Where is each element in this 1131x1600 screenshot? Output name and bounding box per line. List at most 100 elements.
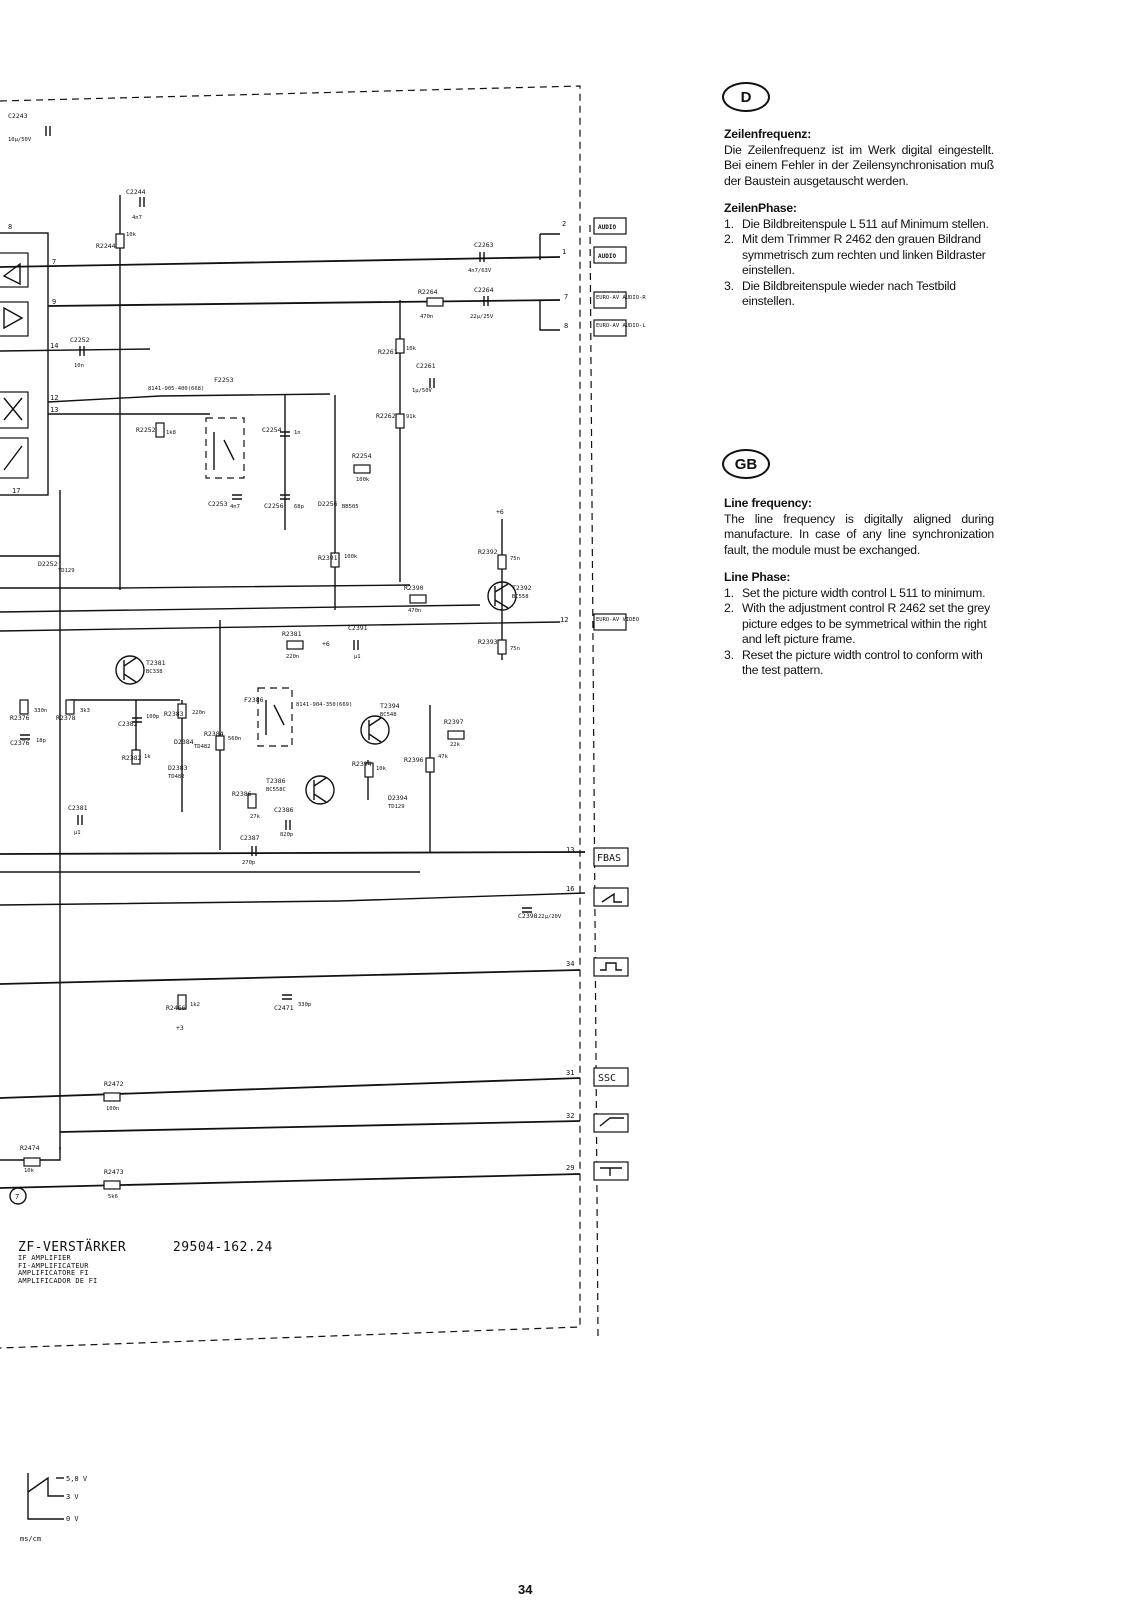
svg-text:R2381: R2381	[282, 630, 302, 638]
svg-text:1n: 1n	[294, 430, 301, 436]
schematic-subtitle: AMPLIFICADOR DE FI	[18, 1276, 98, 1285]
svg-text:C2391: C2391	[348, 624, 368, 632]
svg-text:R2384: R2384	[204, 730, 224, 738]
svg-text:10µ/50V: 10µ/50V	[8, 137, 32, 143]
svg-text:T2386: T2386	[266, 777, 286, 785]
schematic-title: ZF-VERSTÄRKER	[18, 1240, 127, 1255]
section-title: Zeilenfrequenz:	[724, 127, 812, 141]
svg-text:C2382: C2382	[118, 720, 138, 728]
svg-text:100n: 100n	[106, 1106, 119, 1112]
schematic-subtitle: AMPLIFICATORE FI	[18, 1269, 89, 1277]
connector-divider	[589, 224, 599, 1337]
svg-text:13: 13	[50, 406, 58, 414]
connector-euro-av-audio-l[interactable]: EURO-AV AUDIO-L 8	[564, 319, 646, 337]
svg-text:34: 34	[566, 960, 574, 968]
svg-text:R2244: R2244	[96, 242, 116, 250]
timebase-label: ms/cm	[20, 1535, 41, 1543]
german-text: Zeilenfrequenz: Die Zeilenfrequenz ist i…	[724, 127, 994, 310]
connector-label: AUDIO	[598, 253, 616, 260]
svg-text:22k: 22k	[450, 742, 461, 748]
connector-euro-av-audio-r[interactable]: EURO-AV AUDIO-R 7	[564, 291, 646, 309]
svg-text:32: 32	[566, 1112, 574, 1120]
svg-text:T2394: T2394	[380, 702, 400, 710]
list-item: 2.Mit dem Trimmer R 2462 den grauen Bild…	[724, 232, 986, 277]
svg-text:C2263: C2263	[474, 241, 494, 249]
list-item: 2.With the adjustment control R 2462 set…	[724, 601, 991, 646]
svg-text:BC558: BC558	[512, 594, 529, 600]
svg-text:D2383: D2383	[168, 764, 188, 772]
svg-text:820p: 820p	[280, 832, 293, 838]
svg-text:4n7: 4n7	[132, 215, 142, 221]
svg-text:16: 16	[566, 885, 574, 893]
svg-text:R2383: R2383	[164, 710, 184, 718]
list-item: 3.Reset the picture width control to con…	[724, 647, 983, 678]
svg-text:T2381: T2381	[146, 659, 166, 667]
list-item: 1.Die Bildbreitenspule L 511 auf Minimum…	[724, 216, 989, 231]
svg-text:C2264: C2264	[474, 286, 494, 294]
connector-signal-32[interactable]: 32	[566, 1112, 629, 1133]
schematic-subtitle: IF AMPLIFIER	[18, 1254, 71, 1262]
svg-text:4n7/63V: 4n7/63V	[468, 268, 492, 274]
svg-text:1k8: 1k8	[166, 430, 176, 436]
svg-text:220n: 220n	[286, 654, 299, 660]
svg-text:R2252: R2252	[136, 426, 156, 434]
svg-text:100k: 100k	[344, 554, 358, 560]
connector-euro-av-video[interactable]: EURO-AV VIDEO 12	[560, 613, 639, 631]
svg-text:270p: 270p	[242, 860, 255, 866]
supply-label: +6	[496, 508, 504, 516]
ic-ramp	[0, 437, 29, 479]
connector-audio-2[interactable]: AUDIO 2	[562, 217, 627, 235]
svg-text:R2264: R2264	[418, 288, 438, 296]
transistor-t2394	[360, 715, 390, 745]
filter-f2386	[257, 687, 293, 747]
svg-text:17: 17	[12, 487, 20, 495]
svg-text:T2392: T2392	[512, 584, 532, 592]
section-title: ZeilenPhase:	[724, 201, 797, 215]
svg-text:1k: 1k	[144, 754, 151, 760]
schematic-title-block: ZF-VERSTÄRKER 29504-162.24 IF AMPLIFIER …	[18, 1240, 273, 1285]
svg-text:D2256: D2256	[318, 500, 338, 508]
instruction-list: 1.Set the picture width control L 511 to…	[724, 586, 994, 679]
svg-text:8141-904-350(669): 8141-904-350(669)	[296, 702, 352, 708]
connector-ssc[interactable]: SSC 31	[566, 1067, 629, 1087]
svg-text:100k: 100k	[356, 477, 370, 483]
svg-text:R2394: R2394	[352, 760, 372, 768]
transistor-t2386	[305, 775, 335, 805]
svg-text:R2472: R2472	[104, 1080, 124, 1088]
svg-text:8141-905-400(668): 8141-905-400(668)	[148, 386, 204, 392]
connector-signal-29[interactable]: 29	[566, 1161, 629, 1181]
connector-audio-1[interactable]: AUDIO 1	[562, 246, 627, 264]
svg-text:BC548: BC548	[380, 712, 397, 718]
svg-text:47k: 47k	[438, 754, 449, 760]
svg-text:68p: 68p	[294, 504, 304, 510]
svg-text:10k: 10k	[24, 1168, 35, 1174]
connector-pulse[interactable]: 34	[566, 957, 629, 977]
svg-text:R2261: R2261	[378, 348, 398, 356]
ic-block	[0, 232, 49, 496]
svg-text:10k: 10k	[126, 232, 137, 238]
svg-text:D2394: D2394	[388, 794, 408, 802]
svg-text:µ1: µ1	[354, 654, 361, 660]
svg-text:R2390: R2390	[404, 584, 424, 592]
connector-fbas[interactable]: FBAS 13	[566, 846, 629, 867]
svg-text:C2243: C2243	[8, 112, 28, 120]
svg-text:R2382: R2382	[122, 754, 142, 762]
connector-sawtooth[interactable]: 16	[566, 885, 629, 907]
schematic-subtitle: FI-AMPLIFICATEUR	[18, 1261, 89, 1270]
svg-text:R2466: R2466	[166, 1004, 186, 1012]
svg-text:C2387: C2387	[240, 834, 260, 842]
svg-text:C2253: C2253	[208, 500, 228, 508]
svg-text:3k3: 3k3	[80, 708, 90, 714]
svg-text:C2244: C2244	[126, 188, 146, 196]
svg-text:EURO-AV AUDIO-L: EURO-AV AUDIO-L	[596, 323, 646, 329]
page-number: 34	[518, 1582, 533, 1597]
transistor-t2392	[487, 581, 517, 611]
svg-text:R2254: R2254	[352, 452, 372, 460]
svg-text:7: 7	[52, 258, 56, 266]
transistor-t2381	[115, 655, 145, 685]
level-label: 3 V	[66, 1493, 79, 1501]
svg-text:27k: 27k	[250, 814, 261, 820]
svg-text:22µ/20V: 22µ/20V	[538, 914, 562, 920]
svg-text:R2376: R2376	[10, 714, 30, 722]
svg-text:D2252: D2252	[38, 560, 58, 568]
